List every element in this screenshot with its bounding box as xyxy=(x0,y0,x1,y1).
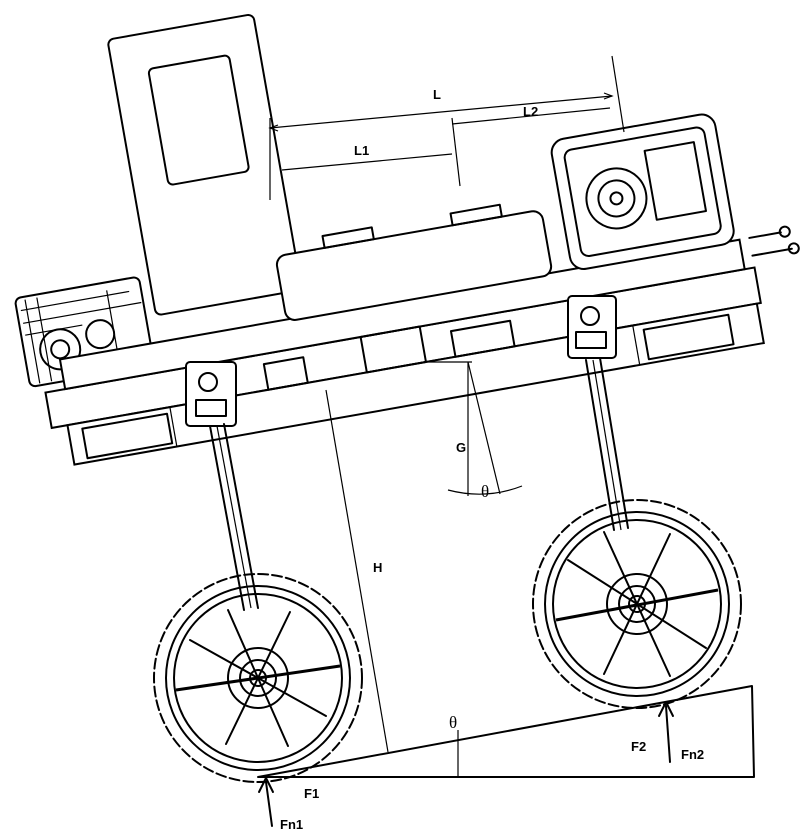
label-H: H xyxy=(373,560,382,575)
label-L: L xyxy=(433,87,441,102)
operator-cab xyxy=(107,13,302,316)
force-arrow-fn2 xyxy=(658,701,674,763)
front-wheel xyxy=(532,499,742,709)
chassis-frame xyxy=(14,113,800,466)
dimension-lines xyxy=(268,55,625,200)
force-arrow-fn1 xyxy=(258,777,274,827)
slope-incline xyxy=(257,685,755,778)
label-Fn2: Fn2 xyxy=(681,747,704,762)
label-Fn1: Fn1 xyxy=(280,817,303,830)
label-theta-top: θ xyxy=(481,482,489,501)
label-L2: L2 xyxy=(523,104,538,119)
label-theta-bottom: θ xyxy=(449,713,457,732)
label-F1: F1 xyxy=(304,786,319,801)
rear-leg xyxy=(185,361,259,611)
label-F2: F2 xyxy=(631,739,646,754)
gravity-lines xyxy=(325,361,523,753)
label-G: G xyxy=(456,440,466,455)
label-L1: L1 xyxy=(354,143,369,158)
rear-wheel xyxy=(153,573,363,783)
